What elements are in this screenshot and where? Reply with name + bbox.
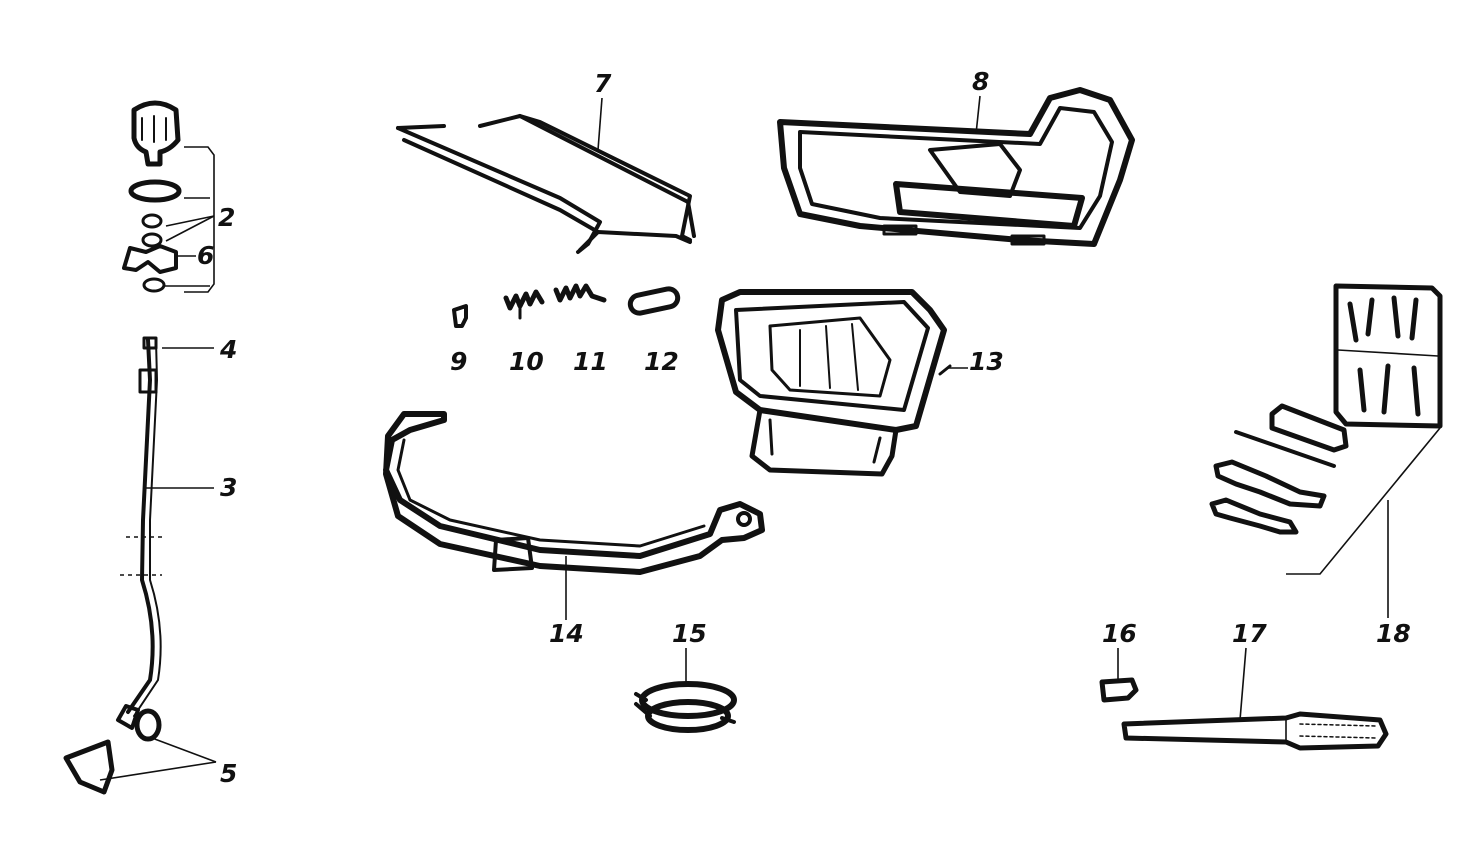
- part-15-pulley: [634, 681, 737, 733]
- part-12-pad: [627, 286, 681, 316]
- label-17: 17: [1232, 619, 1267, 648]
- part-9-screw: [452, 304, 468, 328]
- label-12: 12: [644, 347, 679, 376]
- label-3: 3: [220, 473, 237, 502]
- part-2-cap-assembly: [122, 100, 182, 293]
- part-13-basket: [715, 289, 952, 477]
- leader-lines: [99, 95, 1389, 781]
- part-7-rack: [396, 114, 696, 254]
- part-17-pump: [1121, 711, 1389, 751]
- label-11: 11: [573, 347, 608, 376]
- label-9: 9: [450, 347, 467, 376]
- bracket-18: [1286, 427, 1441, 575]
- part-18-tool-kit: [1209, 283, 1443, 535]
- part-8-seat-pan: [777, 87, 1135, 247]
- label-14: 14: [549, 619, 584, 648]
- part-14-stand: [383, 411, 765, 575]
- label-18: 18: [1376, 619, 1411, 648]
- label-13: 13: [969, 347, 1004, 376]
- label-8: 8: [972, 67, 989, 96]
- label-2: 2: [218, 203, 235, 232]
- label-7: 7: [594, 69, 612, 98]
- label-10: 10: [509, 347, 544, 376]
- part-3-cable: [63, 336, 162, 795]
- bracket-2: [164, 146, 215, 293]
- label-6: 6: [197, 241, 214, 270]
- label-16: 16: [1102, 619, 1137, 648]
- label-5: 5: [220, 759, 237, 788]
- label-4: 4: [219, 335, 237, 364]
- part-16-clip: [1099, 677, 1139, 703]
- part-10-spring: [503, 289, 545, 320]
- part-11-spring: [553, 283, 607, 303]
- label-15: 15: [672, 619, 707, 648]
- number-labels: 2 6 4 3 5 7 8 9 10 11 12 13 14 15 16 17 …: [197, 67, 1411, 788]
